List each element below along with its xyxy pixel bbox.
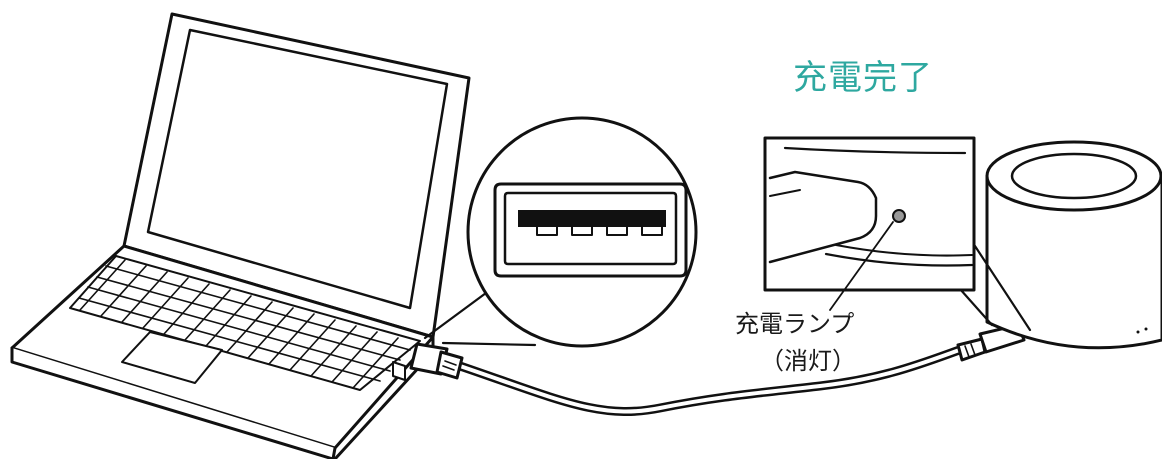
charging-lamp-state: （消灯）: [760, 347, 856, 375]
charging-lamp-label: 充電ランプ: [735, 310, 855, 338]
lamp-leader-line: [829, 221, 894, 311]
usb-port-zoom: [466, 116, 698, 348]
usb-cable: [409, 323, 1026, 417]
speaker-device: [985, 140, 1162, 350]
charging-complete-text: 充電完了: [793, 58, 933, 98]
charging-lamp-indicator: [892, 209, 906, 223]
laptop: [10, 12, 471, 459]
charging-lamp-zoom: [763, 136, 976, 311]
keyboard-keys: [78, 259, 411, 389]
